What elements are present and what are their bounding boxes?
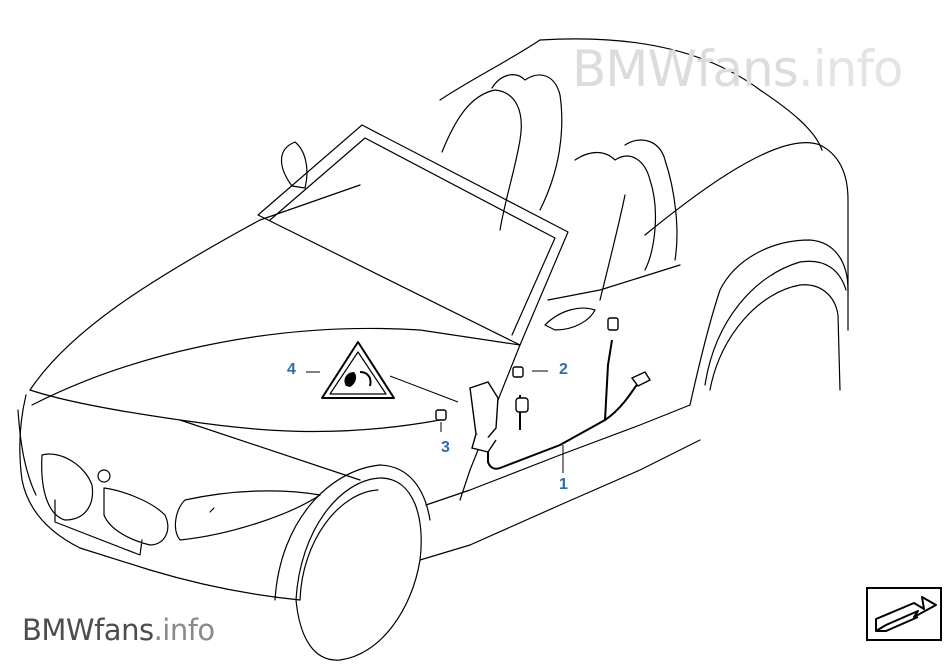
watermark-bottom-suffix: .info — [153, 613, 216, 647]
watermark-bottom: BMWfans.info — [22, 613, 215, 647]
watermark-top-suffix: .info — [797, 40, 904, 98]
callout-number-1: 1 — [559, 476, 568, 493]
airbag-warning-triangle-icon — [321, 341, 395, 399]
callout-number-4: 4 — [287, 361, 296, 378]
callout-number-3: 3 — [441, 439, 450, 456]
leader-lines — [306, 370, 564, 473]
connector-plugs — [435, 317, 652, 453]
watermark-top-brand: BMWfans — [572, 40, 799, 98]
callout-number-2: 2 — [559, 361, 568, 378]
watermark-top: BMWfans.info — [572, 40, 904, 98]
wiring-harness — [487, 339, 641, 470]
car-body-outline — [17, 38, 849, 661]
watermark-bottom-brand: BMWfans — [22, 613, 154, 647]
next-page-arrow-icon[interactable] — [866, 587, 942, 641]
